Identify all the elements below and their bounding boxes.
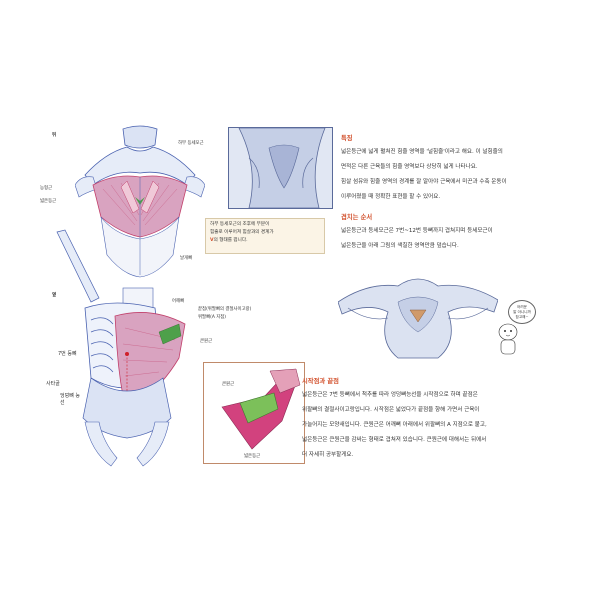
back-photo-overlap — [338, 262, 498, 362]
mascot: 어려운 말 아니니까 참고해~ — [496, 300, 536, 364]
mascot-character-icon — [496, 320, 520, 360]
features-line-3: 힘살 섬유와 힘줄 영역의 경계를 잘 알아야 근육에서 미끈과 수축 운동이 — [341, 175, 593, 190]
order-paragraph: 넓은등근과 등세모근은 7번~12번 등뼈까지 겹쳐지며 등세모근이 넓은등근을… — [341, 224, 593, 254]
order-line-1: 넓은등근과 등세모근은 7번~12번 등뼈까지 겹쳐지며 등세모근이 — [341, 224, 593, 239]
v-shape-callout: 하부 등세모근의 조후에 부분이 힘줄로 이루어져 힘살과의 경계가 V의 형태… — [205, 218, 325, 254]
origin-paragraph: 넓은등근은 7번 등뼈에서 척추를 따라 엉덩뼈능선을 시작점으로 하며 끝점은… — [302, 388, 594, 463]
heading-features: 특징 — [341, 133, 353, 142]
label-7th-thoracic: 7번 등뼈 — [58, 350, 78, 357]
label-scapula: 어깨뼈 — [172, 298, 184, 304]
label-lower-trapezius: 하부 등세모근 — [178, 140, 204, 146]
overlap-photo-drawing — [338, 262, 498, 362]
inset-muscle-drawing — [204, 363, 304, 463]
origin-line-4: 넓은등근은 큰원근을 감싸는 형태로 겹쳐져 있습니다. 큰원근에 대해서는 뒤… — [302, 433, 594, 448]
order-line-2: 넓은등근을 아래 그림의 색칠한 영역만큼 덮습니다. — [341, 239, 593, 254]
features-line-2: 면적은 다른 근육들의 힘줄 영역보다 상당히 넓게 나타나요. — [341, 160, 593, 175]
back-photo-drawing — [229, 128, 332, 208]
origin-line-3: 가늘어지는 모양새입니다. 큰원근은 어깨뼈 아래에서 위팔뼈의 A 지점으로 … — [302, 418, 594, 433]
label-latissimus: 넓은등근 — [40, 198, 56, 204]
callout-line-3: V의 형태를 띕니다. — [210, 237, 320, 245]
inset-teres-label: 큰원근 — [222, 381, 234, 387]
callout-line-1: 하부 등세모근의 조후에 부분이 — [210, 221, 320, 229]
side-muscle-illustration — [55, 228, 205, 470]
label-rhomboid: 능형근 — [40, 185, 52, 191]
callout-line-2: 힘줄로 이루어져 힘살과의 경계가 — [210, 229, 320, 237]
back-photo-top — [228, 127, 333, 209]
features-line-1: 넓은등근에 넓게 펼쳐진 힘줄 영역을 '널힘줄'이라고 해요. 이 널힘줄의 — [341, 145, 593, 160]
origin-line-1: 넓은등근은 7번 등뼈에서 척추를 따라 엉덩뼈능선을 시작점으로 하며 끝점은 — [302, 388, 594, 403]
heading-overlap-order: 겹치는 순서 — [341, 212, 372, 221]
label-iliac-crest: 엉덩뼈 능선 — [60, 392, 82, 406]
features-line-4: 이루어졌을 때 정확한 표현을 할 수 있어요. — [341, 190, 593, 205]
label-teres-major: 큰원근 — [200, 338, 212, 344]
label-humerus-a: 위팔뼈(A 지점) — [198, 314, 226, 320]
inset-lat-label: 넓은등근 — [244, 453, 260, 459]
top-figure-title: 뒤 — [52, 132, 56, 138]
features-paragraph: 넓은등근에 넓게 펼쳐진 힘줄 영역을 '널힘줄'이라고 해요. 이 널힘줄의 … — [341, 145, 593, 205]
inset-diagram: 큰원근 넓은등근 — [203, 362, 305, 464]
origin-line-2: 위팔뼈의 결절사이고랑입니다. 시작점은 넓었다가 끝점을 향해 가면서 근육이 — [302, 403, 594, 418]
callout-line-3-rest: 의 형태를 띕니다. — [214, 238, 248, 243]
label-sacrum: 사타골 — [46, 380, 60, 387]
label-insertion-point: 끝점(위팔뼈의 결절사이고랑) — [198, 306, 251, 312]
heading-origin-insertion: 시작점과 끝점 — [302, 376, 339, 385]
origin-line-5: 더 자세히 공부할게요. — [302, 448, 594, 463]
